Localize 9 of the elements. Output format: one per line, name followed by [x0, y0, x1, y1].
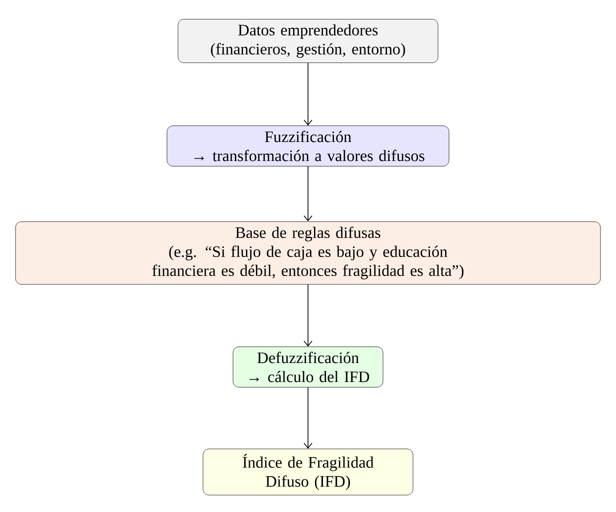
process-box: Datos emprendedores (financieros, gestión, entorno) [178, 19, 438, 63]
process-box: Defuzzificación → cálculo del IFD [232, 346, 384, 388]
arrow [304, 62, 312, 126]
process-box: Base de reglas difusas (e.g. “Si flujo de caja es bajo y educación financiera es débil, entonces fragilidad es alta”) [15, 221, 601, 285]
arrow [304, 284, 312, 347]
arrow [304, 166, 312, 222]
arrow [304, 387, 312, 449]
process-box: Índice de Fragilidad Difuso (IFD) [202, 448, 414, 496]
process-box: Fuzzificación → transformación a valores difusos [166, 126, 450, 166]
